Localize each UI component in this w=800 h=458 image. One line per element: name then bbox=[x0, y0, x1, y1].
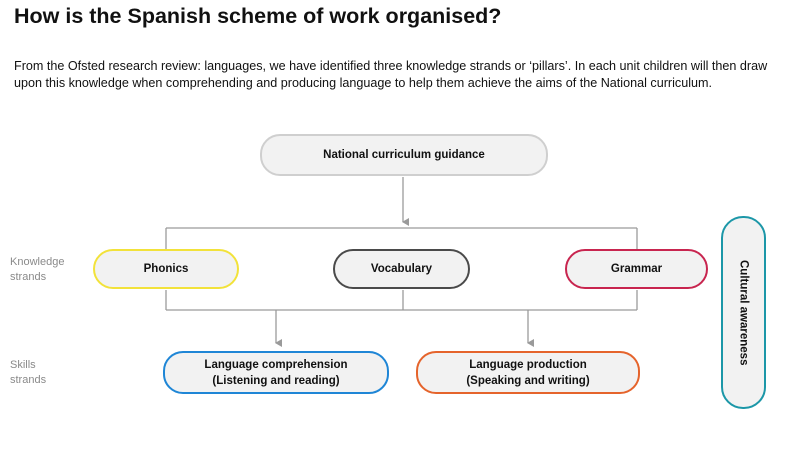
vocabulary-node: Vocabulary bbox=[333, 249, 470, 289]
intro-paragraph: From the Ofsted research review: languag… bbox=[14, 59, 768, 90]
knowledge-strands-label: Knowledge strands bbox=[10, 256, 65, 283]
cultural-awareness-node: Cultural awareness bbox=[721, 216, 766, 409]
grammar-node: Grammar bbox=[565, 249, 708, 289]
language-comprehension-node: Language comprehension (Listening and re… bbox=[163, 351, 389, 394]
national-curriculum-node: National curriculum guidance bbox=[260, 134, 548, 176]
phonics-node: Phonics bbox=[93, 249, 239, 289]
page-title: How is the Spanish scheme of work organi… bbox=[14, 4, 502, 28]
skills-strands-label: Skills strands bbox=[10, 359, 47, 386]
language-production-node: Language production (Speaking and writin… bbox=[416, 351, 640, 394]
